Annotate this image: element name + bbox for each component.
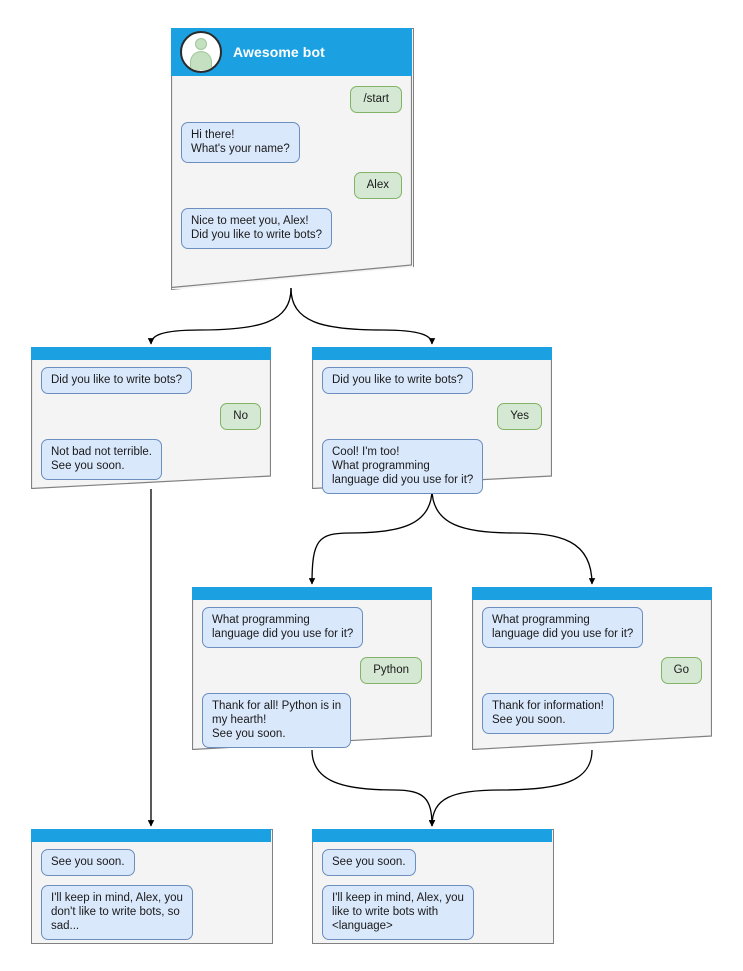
edge-yes-to-go — [431, 488, 596, 585]
message-row: I'll keep in mind, Alex, you don't like … — [41, 885, 261, 940]
chat-node-yes-branch[interactable]: Did you like to write bots? Yes Cool! I'… — [312, 347, 552, 494]
message-row: What programming language did you use fo… — [482, 607, 702, 648]
node-header-bar — [31, 347, 271, 360]
user-message-bubble: No — [220, 403, 261, 430]
message-row: /start — [181, 86, 402, 113]
message-list: See you soon. I'll keep in mind, Alex, y… — [31, 849, 271, 949]
bot-message-bubble: Did you like to write bots? — [41, 367, 193, 394]
chat-node-no-branch[interactable]: Did you like to write bots? No Not bad n… — [31, 347, 271, 489]
bot-name-label: Awesome bot — [233, 44, 325, 60]
bot-message-bubble: Hi there! What's your name? — [181, 122, 300, 163]
message-list: What programming language did you use fo… — [472, 607, 712, 743]
edge-root-to-no — [147, 287, 292, 345]
node-header-bar — [31, 829, 271, 842]
bot-message-bubble: What programming language did you use fo… — [482, 607, 644, 648]
message-list: What programming language did you use fo… — [192, 607, 432, 757]
message-list: See you soon. I'll keep in mind, Alex, y… — [312, 849, 552, 949]
chat-node-python-branch[interactable]: What programming language did you use fo… — [192, 587, 432, 750]
message-row: See you soon. — [41, 849, 261, 876]
edge-python-to-bye-happy — [311, 749, 436, 827]
message-row: What programming language did you use fo… — [202, 607, 422, 648]
node-header-bar — [312, 347, 552, 360]
bot-message-bubble: Did you like to write bots? — [322, 367, 474, 394]
user-message-bubble: /start — [350, 86, 402, 113]
message-list: Did you like to write bots? No Not bad n… — [31, 367, 271, 489]
user-message-bubble: Yes — [497, 403, 542, 430]
message-row: Thank for information! See you soon. — [482, 693, 702, 734]
user-message-bubble: Python — [360, 657, 422, 684]
chat-node-farewell-sad[interactable]: See you soon. I'll keep in mind, Alex, y… — [31, 829, 273, 944]
bot-message-bubble: Nice to meet you, Alex! Did you like to … — [181, 208, 333, 249]
edge-go-to-bye-happy — [428, 749, 593, 827]
message-row: Cool! I'm too! What programming language… — [322, 439, 542, 494]
bot-message-bubble: Cool! I'm too! What programming language… — [322, 439, 484, 494]
bot-message-bubble: I'll keep in mind, Alex, you don't like … — [41, 885, 193, 940]
bot-message-bubble: See you soon. — [322, 849, 416, 876]
chat-node-go-branch[interactable]: What programming language did you use fo… — [472, 587, 712, 750]
chat-node-farewell-happy[interactable]: See you soon. I'll keep in mind, Alex, y… — [312, 829, 554, 944]
person-avatar-icon — [180, 31, 222, 73]
user-message-bubble: Go — [660, 657, 702, 684]
bot-message-bubble: Not bad not terrible. See you soon. — [41, 439, 163, 480]
message-list: /start Hi there! What's your name? Alex … — [171, 86, 412, 258]
message-row: Yes — [322, 403, 542, 430]
message-row: Hi there! What's your name? — [181, 122, 402, 163]
message-list: Did you like to write bots? Yes Cool! I'… — [312, 367, 552, 503]
message-row: Thank for all! Python is in my hearth! S… — [202, 693, 422, 748]
message-row: Nice to meet you, Alex! Did you like to … — [181, 208, 402, 249]
edge-root-to-yes — [290, 287, 436, 345]
message-row: I'll keep in mind, Alex, you like to wri… — [322, 885, 542, 940]
bot-message-bubble: Thank for information! See you soon. — [482, 693, 614, 734]
node-header-bar — [192, 587, 432, 600]
chat-node-root[interactable]: Awesome bot /start Hi there! What's your… — [171, 28, 414, 290]
bot-header-bar: Awesome bot — [171, 28, 412, 76]
node-header-bar — [472, 587, 712, 600]
user-message-bubble: Alex — [353, 172, 402, 199]
message-row: Alex — [181, 172, 402, 199]
bot-message-bubble: See you soon. — [41, 849, 135, 876]
message-row: Not bad not terrible. See you soon. — [41, 439, 261, 480]
message-row: No — [41, 403, 261, 430]
bot-message-bubble: Thank for all! Python is in my hearth! S… — [202, 693, 352, 748]
bot-message-bubble: I'll keep in mind, Alex, you like to wri… — [322, 885, 474, 940]
message-row: Did you like to write bots? — [322, 367, 542, 394]
message-row: Did you like to write bots? — [41, 367, 261, 394]
message-row: Go — [482, 657, 702, 684]
message-row: See you soon. — [322, 849, 542, 876]
edge-yes-to-python — [308, 488, 433, 585]
message-row: Python — [202, 657, 422, 684]
node-header-bar — [312, 829, 552, 842]
bot-message-bubble: What programming language did you use fo… — [202, 607, 364, 648]
